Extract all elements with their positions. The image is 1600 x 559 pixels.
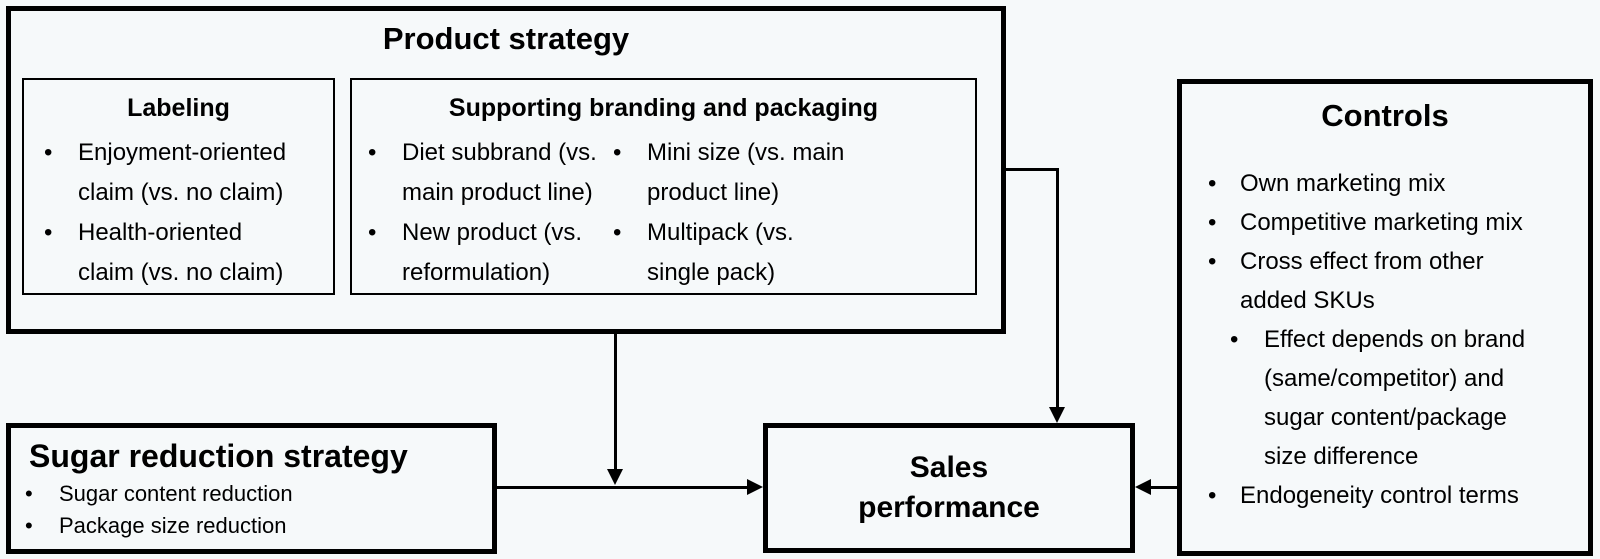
bullet-icon: •: [1208, 209, 1217, 236]
list-item: • Enjoyment-oriented claim (vs. no claim…: [44, 133, 333, 213]
bullet-icon: •: [1208, 248, 1217, 275]
product-strategy-title: Product strategy: [382, 21, 630, 56]
labeling-title: Labeling: [127, 94, 230, 122]
arrowhead-left-icon: [1135, 479, 1151, 495]
list-item: • Mini size (vs. main product line): [613, 133, 844, 213]
connector-controls-to-sales: [1149, 486, 1179, 489]
controls-item: Cross effect from other added SKUs: [1240, 248, 1484, 314]
list-item: • Multipack (vs. single pack): [613, 213, 844, 293]
branding-item: Multipack (vs. single pack): [647, 219, 794, 286]
sugar-item: Package size reduction: [59, 513, 287, 538]
list-item: • Package size reduction: [21, 510, 492, 542]
bullet-icon: •: [613, 139, 622, 166]
branding-item: Diet subbrand (vs. main product line): [402, 139, 597, 206]
list-item: • Competitive marketing mix: [1182, 203, 1588, 242]
list-item: • Sugar content reduction: [21, 478, 492, 510]
branding-item: Mini size (vs. main product line): [647, 139, 845, 206]
bullet-icon: •: [1208, 170, 1217, 197]
bullet-icon: •: [44, 219, 53, 246]
bullet-icon: •: [44, 139, 53, 166]
bullet-icon: •: [613, 219, 622, 246]
sugar-item: Sugar content reduction: [59, 481, 293, 506]
connector-sugar-to-sales: [495, 486, 747, 489]
labeling-item: Health-oriented claim (vs. no claim): [78, 219, 284, 286]
bullet-icon: •: [25, 481, 33, 506]
list-item: • New product (vs. reformulation): [368, 213, 975, 293]
branding-packaging-title: Supporting branding and packaging: [448, 94, 879, 122]
controls-subitem: Effect depends on brand (same/competitor…: [1264, 326, 1526, 470]
arrowhead-down-icon: [1049, 407, 1065, 423]
list-item: • Own marketing mix: [1182, 164, 1588, 203]
list-item: • Cross effect from other added SKUs: [1182, 242, 1588, 320]
arrowhead-right-icon: [747, 479, 763, 495]
bullet-icon: •: [1230, 326, 1239, 353]
connector-product-to-sales-horizontal: [1001, 168, 1059, 171]
arrowhead-down-icon: [607, 469, 623, 485]
controls-item: Competitive marketing mix: [1240, 209, 1523, 236]
sugar-reduction-title: Sugar reduction strategy: [29, 438, 408, 474]
product-strategy-box: Product strategy Labeling • Enjoyment-or…: [6, 6, 1006, 334]
list-item: • Endogeneity control terms: [1182, 476, 1588, 515]
sugar-reduction-strategy-box: Sugar reduction strategy • Sugar content…: [6, 423, 497, 554]
connector-product-down-vertical: [614, 332, 617, 471]
branding-item: New product (vs. reformulation): [402, 219, 583, 286]
list-item: • Health-oriented claim (vs. no claim): [44, 213, 333, 293]
sales-performance-title: Sales performance: [858, 451, 1040, 524]
controls-item: Endogeneity control terms: [1240, 482, 1519, 509]
list-item: • Diet subbrand (vs. main product line): [368, 133, 975, 213]
branding-packaging-box: Supporting branding and packaging • Diet…: [350, 78, 977, 295]
bullet-icon: •: [1208, 482, 1217, 509]
controls-title: Controls: [1321, 98, 1449, 133]
labeling-box: Labeling • Enjoyment-oriented claim (vs.…: [22, 78, 335, 295]
bullet-icon: •: [25, 513, 33, 538]
connector-product-to-sales-vertical: [1056, 168, 1059, 409]
list-item: • Effect depends on brand (same/competit…: [1182, 320, 1588, 476]
sales-performance-box: Sales performance: [763, 423, 1135, 553]
bullet-icon: •: [368, 219, 377, 246]
controls-box: Controls • Own marketing mix • Competiti…: [1177, 79, 1593, 556]
controls-item: Own marketing mix: [1240, 170, 1446, 197]
bullet-icon: •: [368, 139, 377, 166]
labeling-item: Enjoyment-oriented claim (vs. no claim): [78, 139, 287, 206]
